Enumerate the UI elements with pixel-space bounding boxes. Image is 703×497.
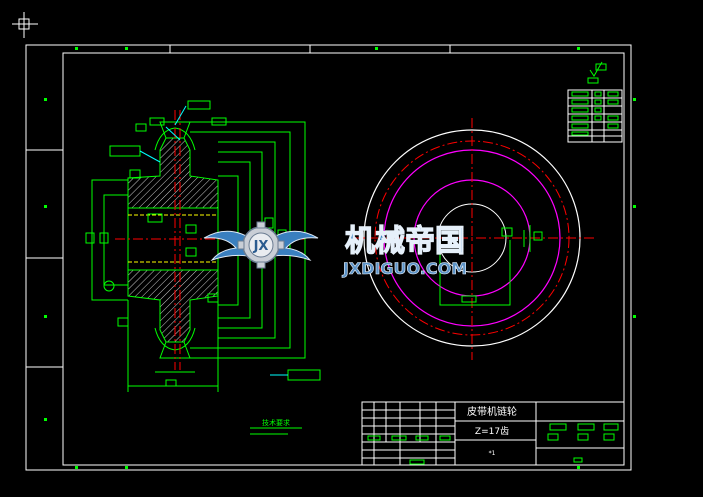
gear-parameter-entries [571,91,619,136]
title-block-entries [367,423,619,465]
part-name: 皮带机链轮 [467,405,517,418]
tech-req-label: 技术要求 [262,418,290,427]
title-block[interactable] [361,401,625,466]
drawing-frame [25,44,632,471]
inner-border [62,52,625,466]
front-view[interactable] [350,118,595,360]
zone-markers [44,47,636,469]
wings-logo-icon: JX [203,221,319,269]
hidden-lines [128,214,218,263]
tooth-spec: Z=17齿 [475,426,509,437]
scale-note: *1 [489,450,496,457]
svg-text:JX: JX [253,239,269,254]
keyway-dimension [439,225,543,306]
section-view[interactable] [85,100,321,392]
surface-roughness-symbol [587,61,607,84]
watermark-brand-cn: 机械帝国 [345,224,465,259]
jxdiguo-watermark: JX 机械帝国 JXDIGUO.COM [203,221,467,278]
gear-parameter-table[interactable] [567,89,623,143]
watermark-brand-en: JXDIGUO.COM [342,259,467,278]
front-center-lines [350,118,595,360]
tech-requirements-note: 技术要求 [250,418,302,435]
ucs-cursor-icon [12,12,38,38]
leader-lines [139,105,288,376]
